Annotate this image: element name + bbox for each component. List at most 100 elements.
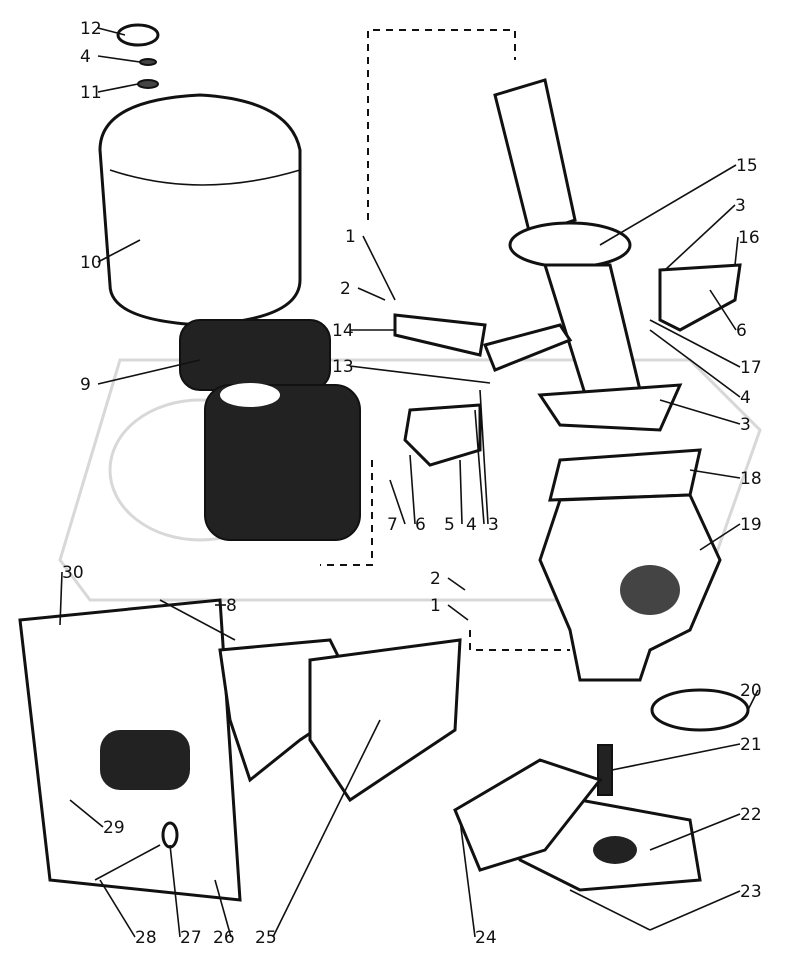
callout-label: 27: [180, 928, 202, 948]
callout-label: 22: [740, 805, 762, 825]
bolt-28: [94, 844, 161, 881]
callout-8: 8: [215, 596, 237, 616]
callout-12: 12: [80, 19, 126, 39]
callout-label: 26: [213, 928, 235, 948]
callout-label: 30: [62, 563, 84, 583]
callout-label: 20: [740, 681, 762, 701]
carburetor: [538, 493, 722, 682]
leader-line: [97, 239, 141, 263]
callout-3: 3: [659, 399, 751, 435]
callout-label: 3: [488, 515, 499, 535]
leader-line: [699, 523, 741, 551]
callout-label: 14: [332, 321, 354, 341]
leader-line: [357, 287, 386, 301]
bolt-23: [569, 889, 651, 931]
callout-label: 1: [345, 227, 356, 247]
callout-3: 3: [479, 389, 499, 535]
washer-27: [161, 821, 179, 849]
leader-line: [747, 689, 759, 711]
leader-line: [479, 389, 489, 525]
callout-9: 9: [80, 359, 201, 395]
callout-label: 19: [740, 515, 762, 535]
callout-6: 6: [409, 454, 426, 535]
callout-26: 26: [213, 879, 235, 948]
callout-label: 21: [740, 735, 762, 755]
callout-7: 7: [387, 479, 406, 535]
leader-line: [389, 479, 406, 525]
leader-line: [659, 399, 741, 425]
callout-30: 30: [59, 563, 84, 626]
callout-label: 1: [430, 596, 441, 616]
air-filter-housing: [98, 93, 302, 327]
callout-11: 11: [80, 83, 139, 103]
callout-label: 15: [736, 156, 758, 176]
leader-line: [97, 55, 141, 63]
callout-4: 4: [649, 329, 751, 408]
callout-label: 4: [80, 47, 91, 67]
callout-25: 25: [255, 719, 381, 948]
callout-label: 29: [103, 818, 125, 838]
callout-label: 16: [738, 228, 760, 248]
leader-line: [99, 879, 136, 938]
callout-label: 28: [135, 928, 157, 948]
callout-21: 21: [611, 735, 762, 771]
callout-label: 24: [475, 928, 497, 948]
leader-line: [169, 844, 181, 938]
callout-17: 17: [649, 319, 762, 378]
leader-line: [459, 819, 476, 938]
callout-label: 10: [80, 253, 102, 273]
leader-line: [709, 289, 737, 331]
callout-20: 20: [740, 681, 762, 711]
callout-label: 13: [332, 357, 354, 377]
callout-label: 3: [740, 415, 751, 435]
callout-label: 9: [80, 375, 91, 395]
leader-line: [689, 469, 741, 479]
leader-line: [599, 164, 737, 246]
callout-label: 8: [226, 596, 237, 616]
callout-13: 13: [332, 357, 491, 384]
callout-10: 10: [80, 239, 141, 273]
leader-line: [459, 459, 463, 525]
callout-label: 2: [430, 569, 441, 589]
callout-5: 5: [444, 459, 463, 535]
callout-18: 18: [689, 469, 762, 489]
callout-1: 1: [345, 227, 396, 301]
gasket-18: [548, 448, 702, 502]
leader-line: [272, 719, 381, 938]
leader-line: [409, 454, 416, 525]
callout-1: 1: [430, 596, 469, 621]
washers-top: [137, 58, 159, 89]
callout-label: 12: [80, 19, 102, 39]
callout-label: 4: [466, 515, 477, 535]
callout-6: 6: [709, 289, 747, 341]
leader-line: [97, 359, 201, 385]
leader-line: [59, 571, 63, 626]
leader-line: [664, 204, 736, 271]
callout-label: 5: [444, 515, 455, 535]
brackets: [393, 263, 742, 467]
callout-29: 29: [69, 799, 125, 838]
callout-4: 4: [466, 409, 485, 535]
callout-24: 24: [459, 819, 497, 948]
callout-16: 16: [734, 228, 760, 266]
leader-line: [97, 27, 126, 36]
stud-21: [597, 744, 613, 796]
callout-label: 11: [80, 83, 102, 103]
callout-label: 2: [340, 279, 351, 299]
callout-4: 4: [80, 47, 141, 67]
callout-22: 22: [649, 805, 762, 851]
callout-label: 3: [735, 196, 746, 216]
callout-label: 25: [255, 928, 277, 948]
leader-line: [734, 236, 739, 266]
callout-label: 7: [387, 515, 398, 535]
exhaust-pipe-muffler: [493, 78, 683, 432]
leader-line: [611, 743, 741, 771]
leader-line: [447, 604, 469, 621]
bolt-8: [159, 599, 236, 641]
leader-line: [349, 365, 491, 384]
leader-line: [649, 813, 741, 851]
leader-line: [474, 409, 485, 525]
leader-line: [649, 890, 741, 931]
callout-label: 17: [740, 358, 762, 378]
